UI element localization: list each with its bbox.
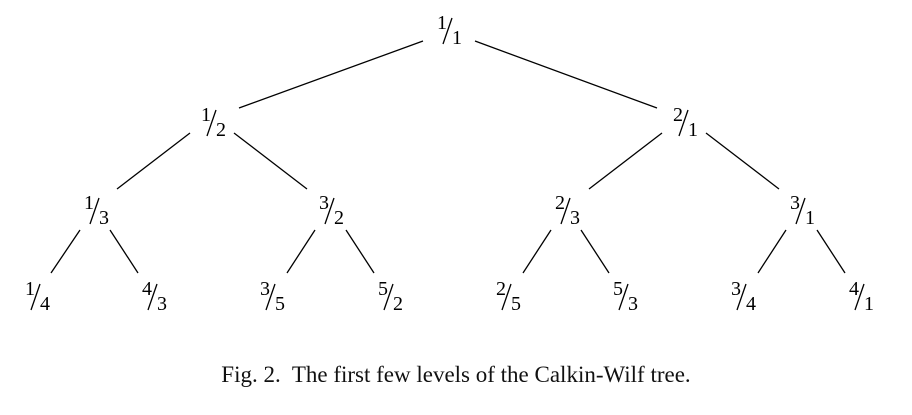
fraction-numerator: 3: [790, 192, 800, 214]
fraction-numerator: 1: [84, 192, 94, 214]
fraction-numerator: 2: [496, 278, 506, 300]
tree-edge: [580, 229, 610, 274]
tree-node: 52: [378, 278, 403, 315]
fraction-denominator: 1: [864, 293, 874, 315]
tree-node: 43: [142, 278, 167, 315]
fraction-numerator: 3: [731, 278, 741, 300]
tree-edges: [50, 40, 846, 274]
fraction-slash: [206, 109, 217, 137]
fraction-denominator: 4: [40, 293, 50, 315]
fraction-numerator: 4: [142, 278, 152, 300]
tree-edge: [522, 229, 552, 274]
tree-edge: [816, 229, 846, 274]
tree-edge: [116, 132, 191, 190]
fraction-denominator: 3: [628, 293, 638, 315]
tree-node: 34: [731, 278, 756, 315]
tree-node: 23: [555, 192, 580, 229]
fraction-numerator: 2: [555, 192, 565, 214]
fraction-slash: [854, 283, 865, 311]
fraction-slash: [501, 283, 512, 311]
tree-edge: [233, 132, 308, 190]
tree-edge: [757, 229, 787, 274]
fraction-denominator: 1: [805, 207, 815, 229]
tree-edge: [474, 40, 658, 109]
fraction-numerator: 2: [673, 104, 683, 126]
fraction-denominator: 5: [511, 293, 521, 315]
tree-node: 25: [496, 278, 521, 315]
fraction-denominator: 3: [99, 207, 109, 229]
fraction-denominator: 3: [570, 207, 580, 229]
fraction-slash: [147, 283, 158, 311]
fraction-slash: [442, 17, 453, 45]
fraction-slash: [89, 197, 100, 225]
fraction-denominator: 1: [452, 27, 462, 49]
tree-node: 53: [613, 278, 638, 315]
tree-edge: [345, 229, 375, 274]
fraction-denominator: 2: [216, 119, 226, 141]
tree-edge: [588, 132, 663, 190]
fraction-slash: [383, 283, 394, 311]
figure-caption: Fig. 2. The first few levels of the Calk…: [221, 362, 691, 387]
tree-node: 13: [84, 192, 109, 229]
fraction-denominator: 1: [688, 119, 698, 141]
fraction-slash: [324, 197, 335, 225]
fraction-denominator: 2: [393, 293, 403, 315]
tree-node: 12: [201, 104, 226, 141]
tree-edge: [286, 229, 316, 274]
fraction-numerator: 5: [613, 278, 623, 300]
tree-edge: [109, 229, 139, 274]
fraction-slash: [736, 283, 747, 311]
fraction-denominator: 4: [746, 293, 756, 315]
tree-node: 11: [437, 12, 462, 49]
fraction-slash: [560, 197, 571, 225]
tree-node: 31: [790, 192, 815, 229]
fraction-numerator: 5: [378, 278, 388, 300]
fraction-slash: [795, 197, 806, 225]
tree-node: 32: [319, 192, 344, 229]
fraction-numerator: 1: [201, 104, 211, 126]
fraction-denominator: 2: [334, 207, 344, 229]
fraction-numerator: 3: [319, 192, 329, 214]
tree-node: 35: [260, 278, 285, 315]
fraction-denominator: 5: [275, 293, 285, 315]
fraction-slash: [30, 283, 41, 311]
fraction-slash: [678, 109, 689, 137]
tree-edge: [705, 132, 780, 190]
tree-edge: [238, 40, 424, 109]
fraction-slash: [618, 283, 629, 311]
tree-node: 41: [849, 278, 874, 315]
fraction-slash: [265, 283, 276, 311]
fraction-denominator: 3: [157, 293, 167, 315]
fraction-numerator: 3: [260, 278, 270, 300]
tree-node: 14: [25, 278, 50, 315]
tree-edge: [50, 229, 81, 274]
tree-node: 21: [673, 104, 698, 141]
fraction-numerator: 1: [437, 12, 447, 34]
fraction-numerator: 1: [25, 278, 35, 300]
fraction-numerator: 4: [849, 278, 859, 300]
